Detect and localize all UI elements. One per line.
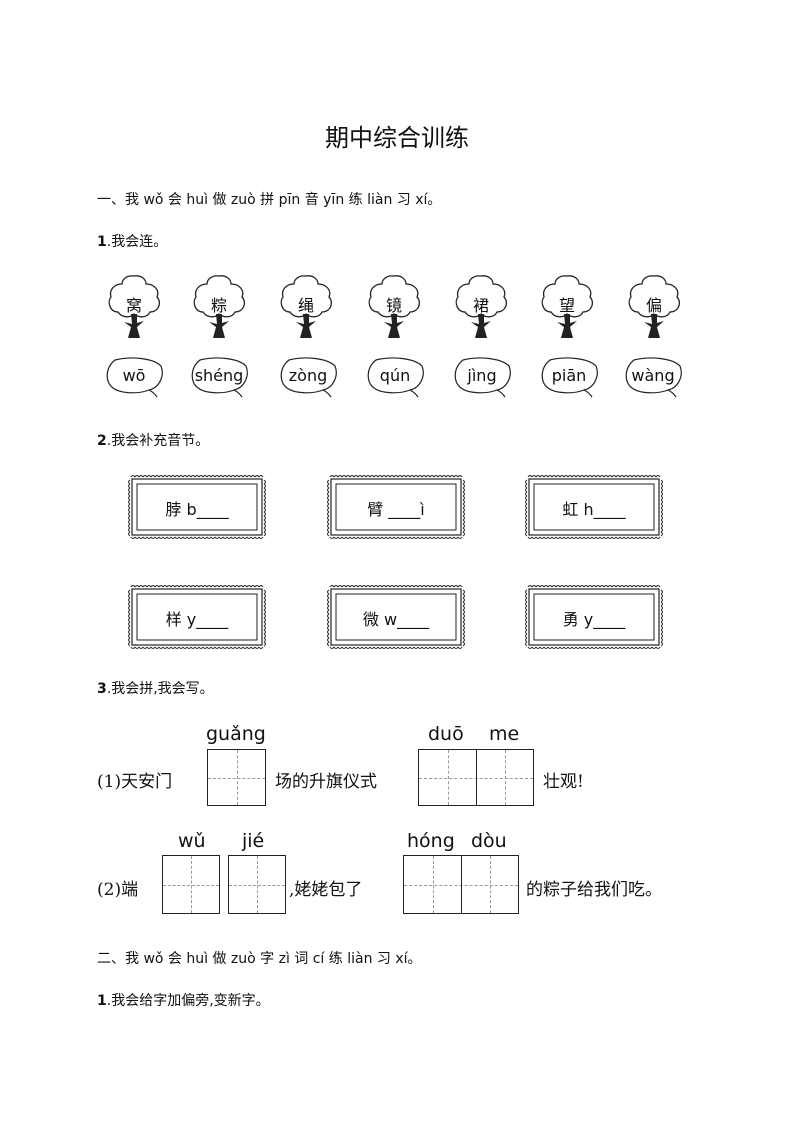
syllable-card[interactable]: 臂 ____ì <box>326 474 466 540</box>
syllable-card[interactable]: 脖 b____ <box>127 474 267 540</box>
tree-char-card: 偏 <box>626 272 682 342</box>
leaf-icon <box>454 357 511 398</box>
tree-char-card: 裙 <box>453 272 509 342</box>
leaf-pinyin: zòng <box>288 366 328 385</box>
sentence-2-middle: ,姥姥包了 <box>289 880 363 900</box>
page-title: 期中综合训练 <box>325 124 469 152</box>
section-2-heading: 二、我 wǒ 会 huì 做 zuò 字 zì 词 cí 练 liàn 习 xí… <box>97 951 422 967</box>
leaf-pinyin: wō <box>122 366 146 385</box>
sentence-2-prefix: (2)端 <box>97 880 139 900</box>
question-1-heading: 1.我会连。 <box>97 234 168 250</box>
pinyin-label: me <box>489 723 520 745</box>
pinyin-label: dòu <box>471 830 507 852</box>
leaf-pinyin-card: piān <box>540 356 600 398</box>
leaf-icon <box>191 357 248 398</box>
tree-character: 绳 <box>297 296 314 315</box>
pinyin-label: hóng <box>407 830 455 852</box>
leaf-pinyin: piān <box>551 366 587 385</box>
card-frame <box>525 475 663 539</box>
leaf-icon <box>106 357 163 398</box>
tree-character: 望 <box>558 296 575 315</box>
leaf-icon <box>541 357 598 398</box>
section-1-heading: 一、我 wǒ 会 huì 做 zuò 拼 pīn 音 yīn 练 liàn 习 … <box>97 192 442 208</box>
syllable-card[interactable]: 样 y____ <box>127 584 267 650</box>
pinyin-label: guǎng <box>206 723 266 745</box>
tree-icon <box>628 275 681 338</box>
syllable-card[interactable]: 微 w____ <box>326 584 466 650</box>
pinyin-label: duō <box>428 723 464 745</box>
sentence-2-suffix: 的粽子给我们吃。 <box>526 880 662 900</box>
question-3-heading: 3.我会拼,我会写。 <box>97 681 214 697</box>
card-frame <box>128 475 266 539</box>
tree-icon <box>368 275 421 338</box>
sentence-1-prefix: (1)天安门 <box>97 772 173 792</box>
tree-char-card: 绳 <box>278 272 334 342</box>
leaf-pinyin: wàng <box>631 366 675 385</box>
leaf-pinyin-card: zòng <box>279 356 339 398</box>
leaf-icon <box>280 357 337 398</box>
card-text: 微 w____ <box>362 610 430 629</box>
tree-char-card: 粽 <box>191 272 247 342</box>
tree-icon <box>193 275 246 338</box>
leaf-pinyin: jìng <box>467 366 497 385</box>
tree-character: 粽 <box>210 296 227 315</box>
leaf-icon <box>367 357 424 398</box>
card-text: 虹 h____ <box>562 500 626 519</box>
card-frame <box>128 585 266 649</box>
leaf-pinyin: shéng <box>194 366 244 385</box>
writing-box[interactable] <box>228 855 286 914</box>
leaf-pinyin-card: jìng <box>453 356 513 398</box>
card-frame <box>327 475 465 539</box>
writing-box[interactable] <box>162 855 220 914</box>
leaf-pinyin: qún <box>379 366 411 385</box>
sentence-1-suffix: 壮观! <box>543 772 584 792</box>
question-2-1-heading: 1.我会给字加偏旁,变新字。 <box>97 993 270 1009</box>
pinyin-label: jié <box>242 830 265 852</box>
tree-icon <box>455 275 508 338</box>
syllable-card[interactable]: 虹 h____ <box>524 474 664 540</box>
pinyin-label: wǔ <box>178 830 206 852</box>
tree-char-card: 镜 <box>366 272 422 342</box>
leaf-pinyin-card: wō <box>105 356 165 398</box>
tree-character: 偏 <box>645 296 662 315</box>
leaf-icon <box>625 357 682 398</box>
question-2-heading: 2.我会补充音节。 <box>97 433 210 449</box>
leaf-pinyin-card: shéng <box>190 356 250 398</box>
card-frame <box>327 585 465 649</box>
writing-box-double[interactable] <box>418 749 534 806</box>
tree-icon <box>280 275 333 338</box>
writing-box[interactable] <box>207 749 266 806</box>
tree-char-card: 窝 <box>106 272 162 342</box>
leaf-pinyin-card: wàng <box>624 356 684 398</box>
card-text: 样 y____ <box>165 610 229 629</box>
tree-char-card: 望 <box>539 272 595 342</box>
card-frame <box>525 585 663 649</box>
leaf-pinyin-card: qún <box>366 356 426 398</box>
tree-character: 窝 <box>125 296 142 315</box>
tree-character: 镜 <box>385 296 402 315</box>
tree-icon <box>108 275 161 338</box>
tree-character: 裙 <box>472 296 489 315</box>
tree-icon <box>541 275 594 338</box>
card-text: 勇 y____ <box>562 610 626 629</box>
card-text: 臂 ____ì <box>367 500 425 519</box>
syllable-card[interactable]: 勇 y____ <box>524 584 664 650</box>
sentence-1-middle: 场的升旗仪式 <box>275 772 377 792</box>
writing-box-double[interactable] <box>403 855 519 914</box>
card-text: 脖 b____ <box>165 500 229 519</box>
